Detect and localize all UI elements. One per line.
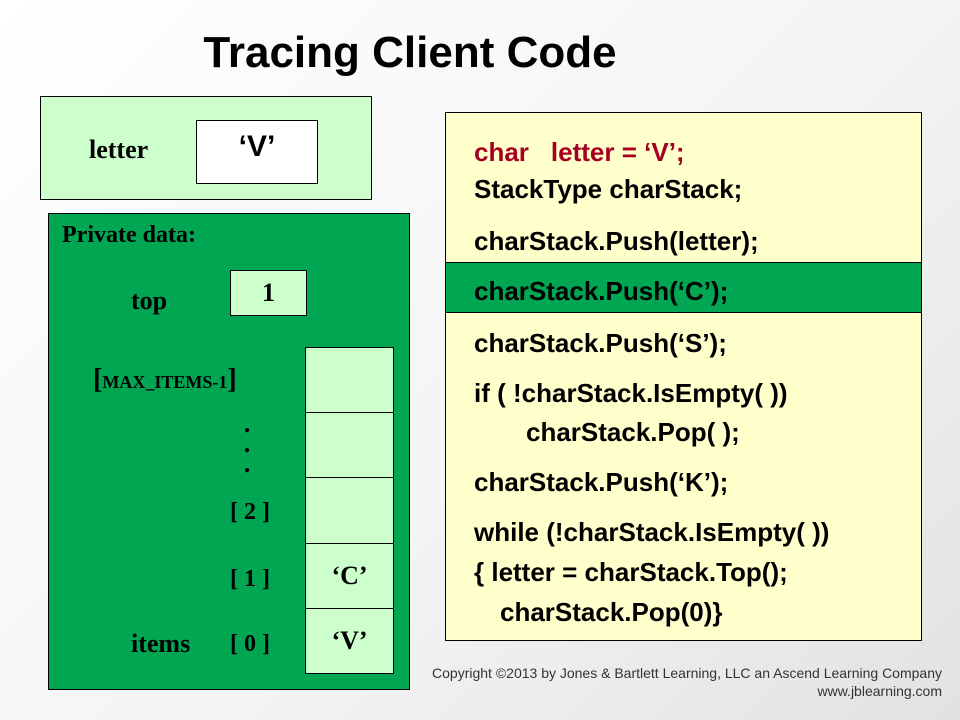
code-line-2: StackType charStack;: [474, 174, 743, 204]
slide-title: Tracing Client Code: [203, 28, 617, 77]
max-index-label: [MAX_ITEMS-1]: [93, 364, 237, 396]
code-line-10: { letter = charStack.Top();: [474, 557, 788, 587]
code-line-11: charStack.Pop(0)}: [500, 597, 723, 627]
items-array: ‘C’ ‘V’: [305, 347, 394, 674]
max-index-close: ]: [227, 364, 237, 395]
copyright-line: Copyright ©2013 by Jones & Bartlett Lear…: [432, 665, 942, 681]
array-cell-3: [306, 413, 393, 479]
array-cell-2: [306, 478, 393, 544]
items-label: items: [131, 629, 191, 658]
code-panel: char letter = ‘V’; StackType charStack; c…: [445, 112, 922, 641]
code-line-3: charStack.Push(letter);: [474, 226, 759, 256]
code-line-1: char letter = ‘V’;: [474, 137, 685, 168]
array-cell-1: ‘C’: [306, 543, 393, 609]
copyright-notice: Copyright ©2013 by Jones & Bartlett Lear…: [432, 664, 942, 700]
private-data-panel: Private data: top 1 [MAX_ITEMS-1] . . . …: [48, 213, 410, 690]
dot: .: [243, 449, 251, 478]
array-cell-0: ‘V’: [306, 608, 393, 674]
code-line-5: charStack.Push(‘S’);: [474, 328, 727, 358]
index-label-1: [ 1 ]: [230, 566, 270, 592]
letter-value-box: ‘V’: [196, 120, 318, 184]
code-line-7: charStack.Pop( );: [526, 417, 740, 447]
letter-label: letter: [89, 135, 149, 164]
ellipsis-dots: . . .: [240, 409, 254, 478]
dot: .: [243, 429, 251, 458]
top-value-box: 1: [230, 270, 307, 316]
code-line-4-current: charStack.Push(‘C’);: [474, 276, 729, 306]
max-index-text: MAX_ITEMS-1: [102, 372, 228, 392]
index-label-2: [ 2 ]: [230, 499, 270, 525]
code-decl: letter = ‘V’;: [550, 137, 685, 167]
code-line-8: charStack.Push(‘K’);: [474, 467, 729, 497]
code-type: char: [474, 137, 529, 167]
code-line-9: while (!charStack.IsEmpty( )): [474, 517, 830, 547]
index-label-0: [ 0 ]: [230, 631, 270, 657]
private-data-title: Private data:: [62, 222, 196, 248]
array-cell-max: [306, 348, 393, 414]
code-line-6: if ( !charStack.IsEmpty( )): [474, 378, 788, 408]
letter-variable-panel: letter ‘V’: [40, 96, 372, 200]
current-line-highlight: [445, 262, 922, 313]
top-label: top: [131, 286, 168, 315]
copyright-url: www.jblearning.com: [817, 683, 943, 699]
max-index-open: [: [93, 364, 103, 395]
dot: .: [243, 409, 251, 438]
